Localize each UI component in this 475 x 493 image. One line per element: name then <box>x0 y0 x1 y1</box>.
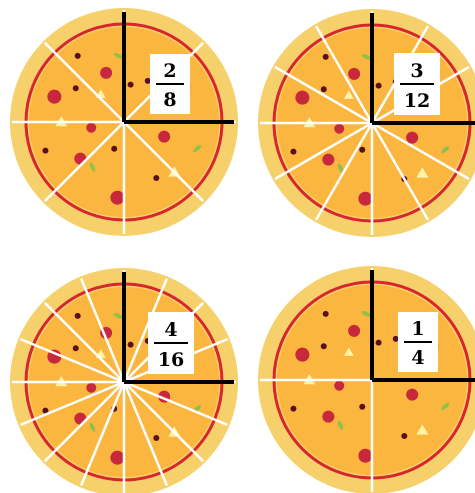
fraction-numerator: 3 <box>410 60 423 82</box>
olive-topping <box>290 149 296 155</box>
olive-topping <box>401 433 407 439</box>
pepperoni-topping <box>110 191 124 205</box>
fraction-denominator: 8 <box>163 89 176 111</box>
pepperoni-topping <box>86 123 96 133</box>
fraction-denominator: 16 <box>158 349 184 371</box>
olive-topping <box>323 311 329 317</box>
olive-topping <box>73 85 79 91</box>
pizza-art <box>258 9 475 237</box>
pepperoni-topping <box>100 67 112 79</box>
olive-topping <box>321 86 327 92</box>
pepperoni-topping <box>295 348 309 362</box>
olive-topping <box>42 148 48 154</box>
olive-topping <box>290 406 296 412</box>
olive-topping <box>111 146 117 152</box>
olive-topping <box>323 54 329 60</box>
olive-topping <box>128 342 134 348</box>
pizza-twelfths: 3 12 <box>258 9 475 237</box>
pepperoni-topping <box>406 389 418 401</box>
olive-topping <box>145 78 151 84</box>
olive-topping <box>75 53 81 59</box>
olive-topping <box>359 147 365 153</box>
olive-topping <box>376 340 382 346</box>
olive-topping <box>321 343 327 349</box>
pizza-art <box>258 266 475 493</box>
fraction-denominator: 4 <box>411 347 424 369</box>
pepperoni-topping <box>295 91 309 105</box>
pepperoni-topping <box>358 449 372 463</box>
olive-topping <box>376 83 382 89</box>
pepperoni-topping <box>322 411 334 423</box>
pizza-fourths: 1 4 <box>258 266 475 493</box>
pizza-eighths: 2 8 <box>10 8 238 236</box>
pizza-sixteenths: 4 16 <box>10 268 238 493</box>
fraction-numerator: 1 <box>411 318 424 340</box>
olive-topping <box>128 82 134 88</box>
pepperoni-topping <box>334 124 344 134</box>
pepperoni-topping <box>348 325 360 337</box>
olive-topping <box>359 404 365 410</box>
olive-topping <box>393 336 399 342</box>
fraction-denominator: 12 <box>404 90 430 112</box>
pizza-art <box>10 268 238 493</box>
olive-topping <box>153 435 159 441</box>
pepperoni-topping <box>358 192 372 206</box>
fraction-numerator: 2 <box>163 60 176 82</box>
pepperoni-topping <box>348 68 360 80</box>
pepperoni-topping <box>322 154 334 166</box>
pepperoni-topping <box>47 90 61 104</box>
fraction-numerator: 4 <box>164 319 177 341</box>
pepperoni-topping <box>406 132 418 144</box>
pepperoni-topping <box>86 383 96 393</box>
pizza-art <box>10 8 238 236</box>
pepperoni-topping <box>158 131 170 143</box>
pepperoni-topping <box>110 451 124 465</box>
olive-topping <box>73 345 79 351</box>
olive-topping <box>75 313 81 319</box>
pepperoni-topping <box>334 381 344 391</box>
olive-topping <box>153 175 159 181</box>
